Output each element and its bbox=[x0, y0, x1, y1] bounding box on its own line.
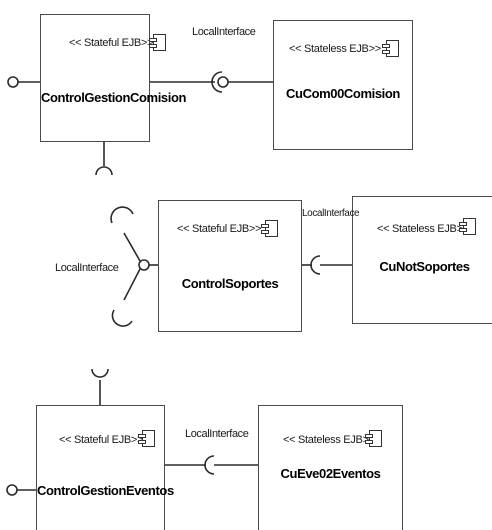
component-name: ControlGestionComision bbox=[41, 90, 187, 105]
provided-interface-lollipop bbox=[6, 484, 18, 496]
required-interface-socket bbox=[91, 368, 109, 378]
component-control-soportes[interactable]: << Stateful EJB>> ControlSoportes bbox=[158, 200, 302, 332]
stereotype-label: << Stateless EJB>> bbox=[377, 223, 469, 235]
required-interface-socket bbox=[110, 206, 134, 224]
assembly-connector-line bbox=[123, 268, 141, 301]
interface-label: LocalInterface bbox=[185, 428, 249, 440]
component-name: ControlGestionEventos bbox=[37, 483, 174, 498]
interface-label: LocalInterface bbox=[302, 208, 360, 219]
component-icon bbox=[261, 220, 278, 237]
component-name: ControlSoportes bbox=[181, 276, 279, 291]
interface-label: LocalInterface bbox=[192, 26, 256, 38]
provided-interface-ball bbox=[138, 259, 150, 271]
component-control-gestion-eventos[interactable]: << Stateful EJB>> ControlGestionEventos bbox=[36, 405, 174, 530]
component-icon bbox=[365, 430, 382, 447]
provided-interface-lollipop bbox=[7, 76, 19, 88]
component-control-gestion-comision[interactable]: << Stateful EJB>> ControlGestionComision bbox=[40, 14, 187, 142]
component-name: CuNotSoportes bbox=[379, 259, 470, 274]
component-icon bbox=[459, 218, 476, 235]
stereotype-label: << Stateful EJB>> bbox=[59, 434, 144, 446]
component-icon bbox=[138, 430, 155, 447]
component-icon bbox=[382, 40, 399, 57]
interface-label: LocalInterface bbox=[55, 262, 119, 274]
component-icon bbox=[149, 34, 166, 51]
required-interface-socket bbox=[310, 255, 321, 275]
component-cu-com00-comision[interactable]: << Stateless EJB>> CuCom00Comision bbox=[273, 20, 413, 150]
required-interface-socket bbox=[204, 455, 215, 475]
component-cu-eve02-eventos[interactable]: << Stateless EJB>> CuEve02Eventos bbox=[258, 405, 403, 530]
required-interface-socket bbox=[95, 166, 113, 176]
provided-interface-ball bbox=[217, 76, 229, 88]
component-cu-not-soportes[interactable]: << Stateless EJB>> CuNotSoportes bbox=[352, 196, 492, 324]
required-interface-socket bbox=[211, 71, 223, 93]
required-interface-socket bbox=[111, 309, 133, 327]
assembly-connector-line bbox=[123, 232, 141, 262]
component-name: CuEve02Eventos bbox=[280, 466, 381, 481]
stereotype-label: << Stateful EJB>> bbox=[177, 223, 262, 235]
component-name: CuCom00Comision bbox=[286, 86, 400, 101]
stereotype-label: << Stateless EJB>> bbox=[283, 434, 375, 446]
stereotype-label: << Stateless EJB>> bbox=[289, 43, 381, 55]
stereotype-label: << Stateful EJB>> bbox=[69, 37, 154, 49]
